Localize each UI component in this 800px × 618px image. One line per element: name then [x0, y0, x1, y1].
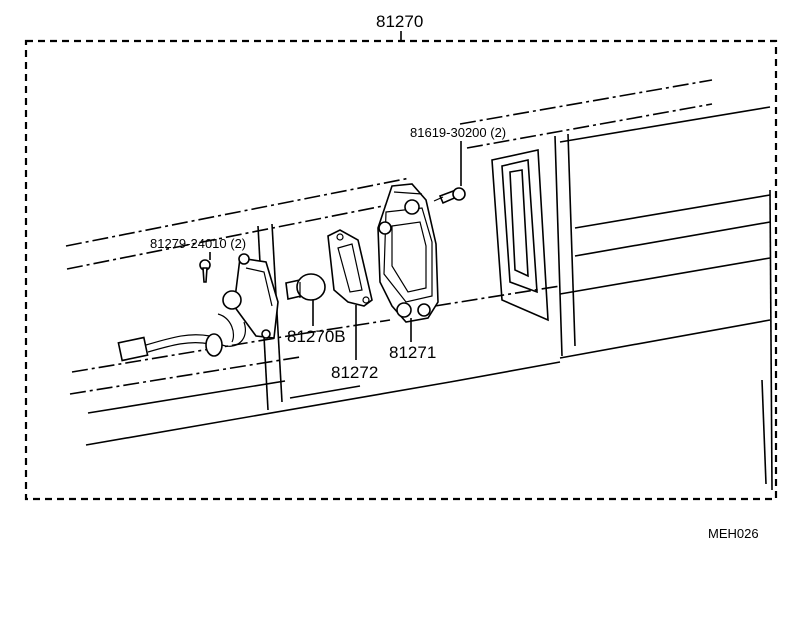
lens-housing: [377, 183, 439, 323]
socket-and-wire-assembly: [117, 253, 279, 362]
callout-label: 81619-30200 (2): [410, 125, 506, 140]
gasket: [327, 229, 373, 307]
assembly-number-label: 81270: [376, 12, 423, 31]
bulb: [285, 273, 326, 301]
vehicle-body-panel: [65, 79, 773, 491]
callout-label: 81272: [331, 363, 378, 382]
upper-screw-pair: [433, 187, 466, 205]
callout-label: 81270B: [287, 327, 346, 346]
callout-label: 81271: [389, 343, 436, 362]
callout-label: 81279-24010 (2): [150, 236, 246, 251]
lower-screw-pair: [199, 259, 211, 283]
figure-code: MEH026: [708, 526, 759, 541]
